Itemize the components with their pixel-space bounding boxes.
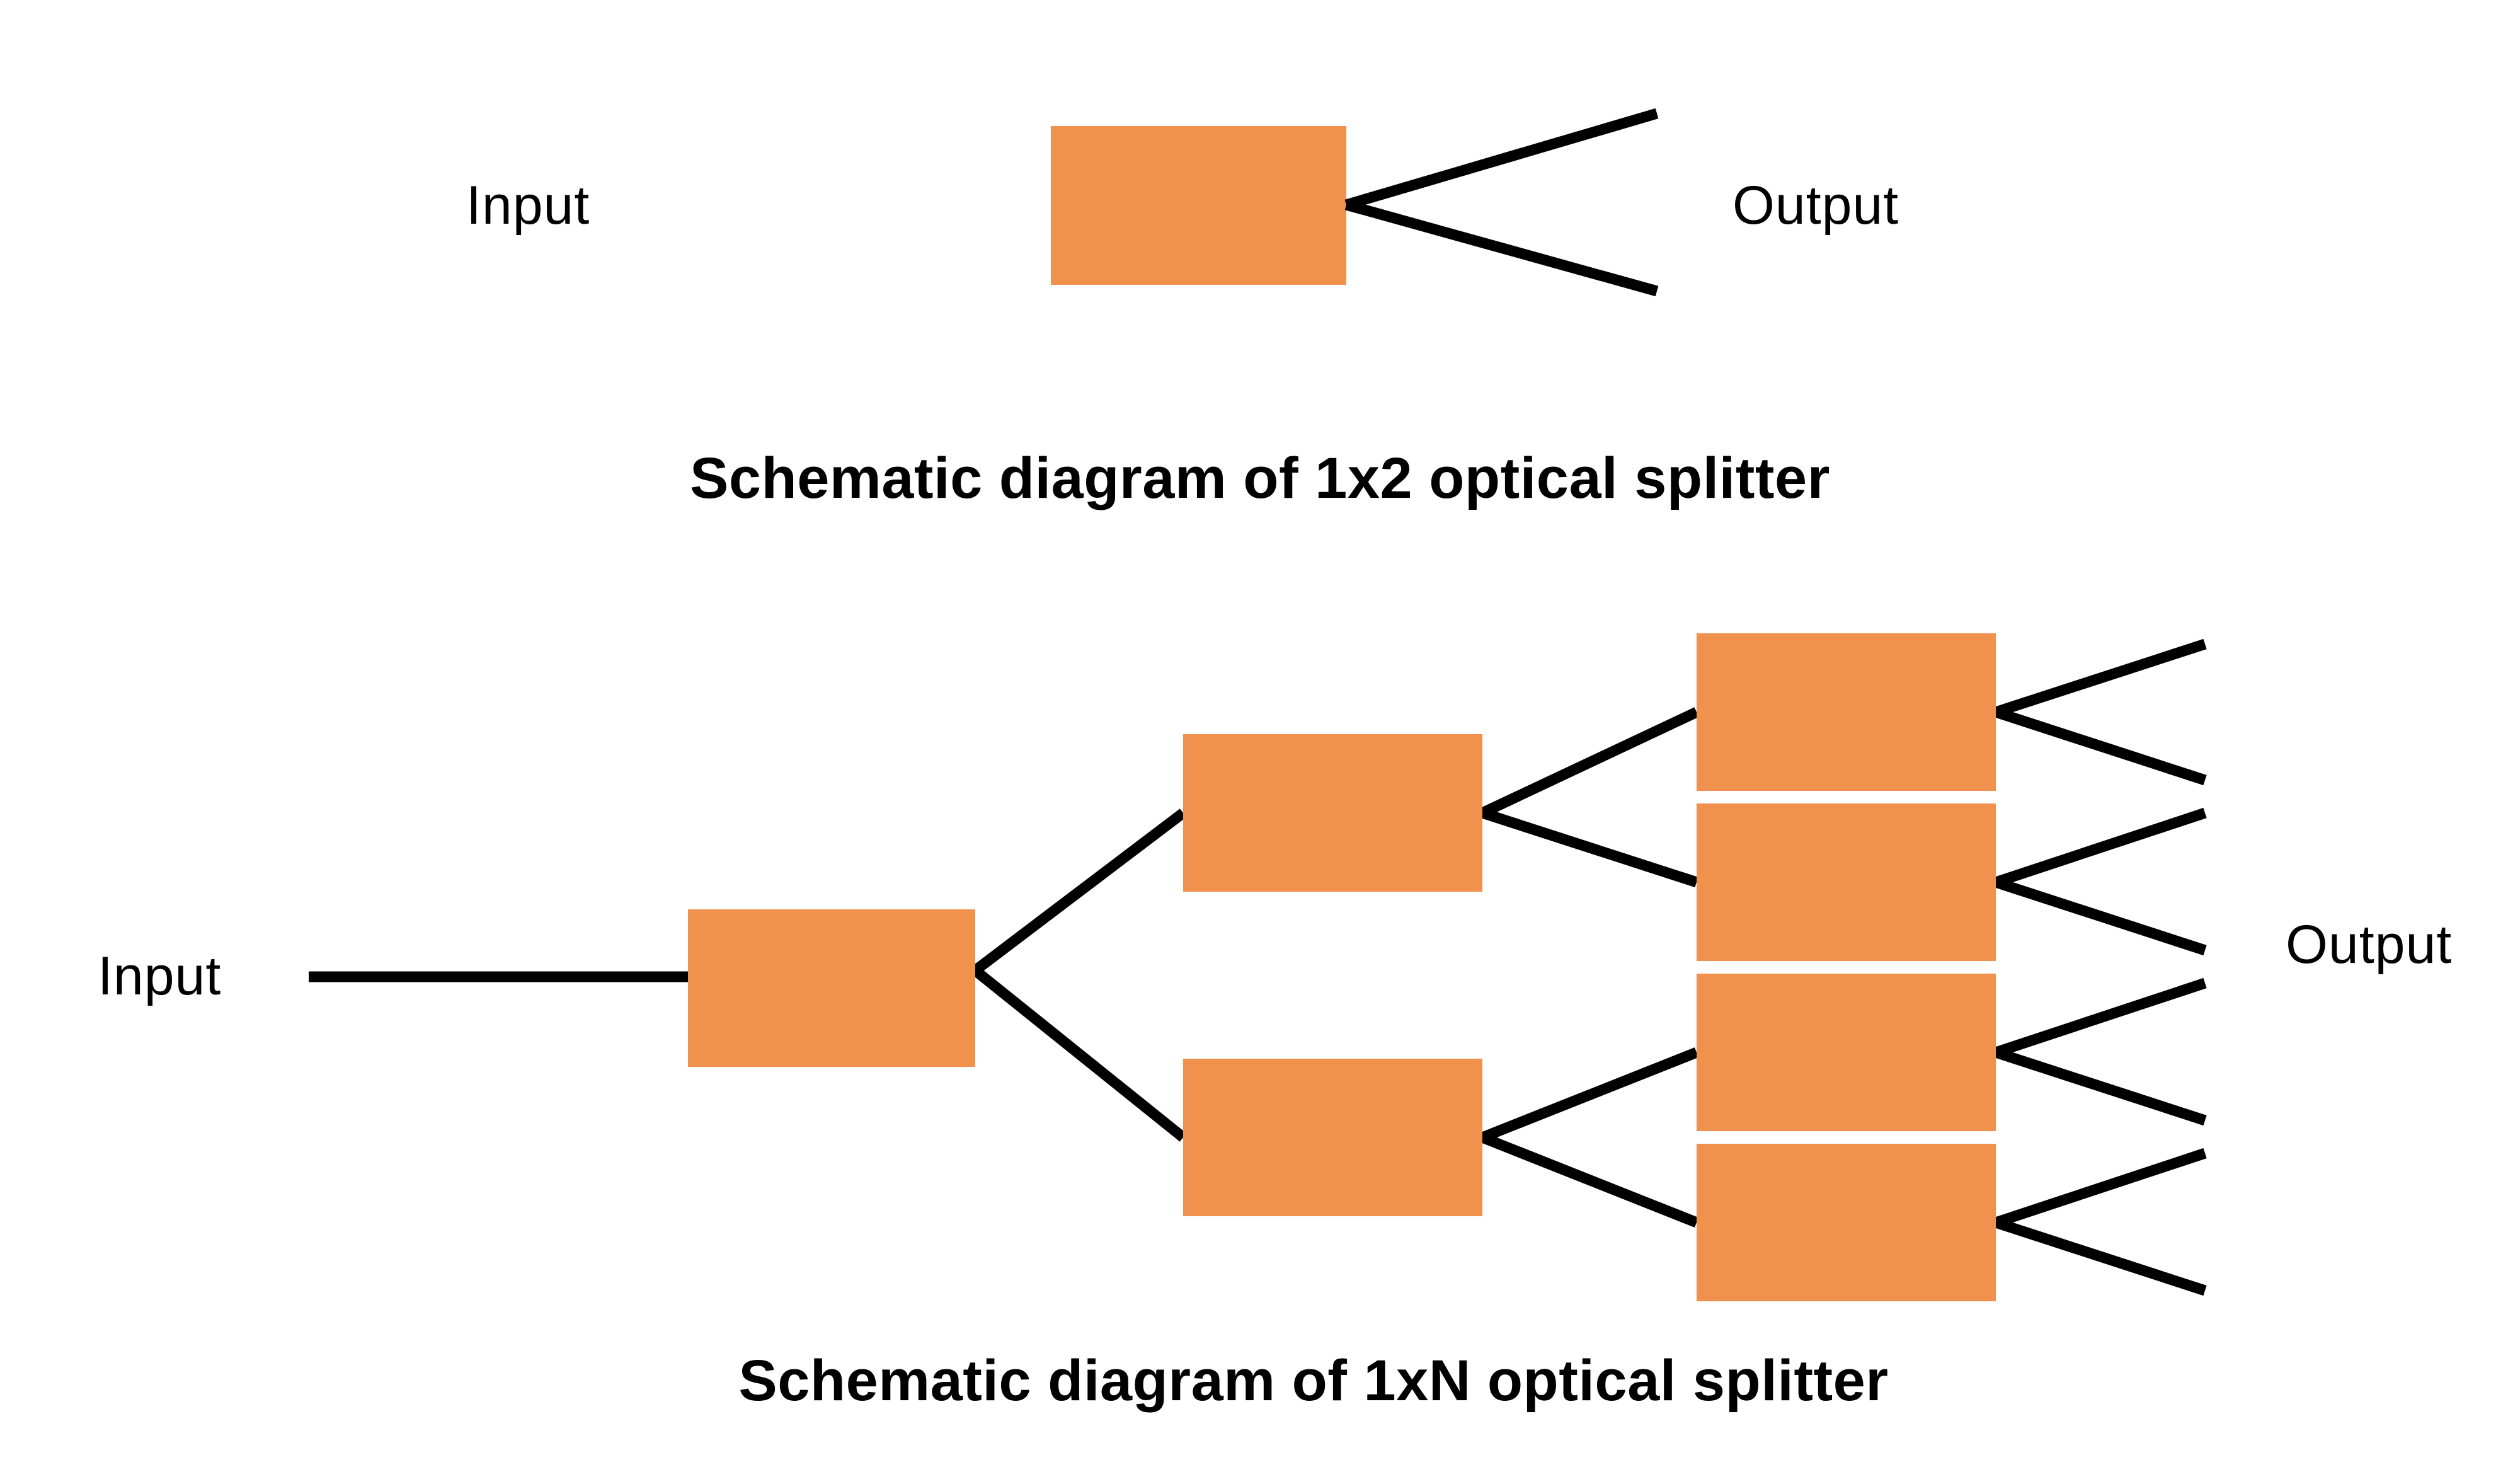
stage1-to-stage2-upper-line: [971, 809, 1187, 975]
stage1-to-stage2-lower-line: [971, 966, 1187, 1142]
stage2-lower-to-stage3-4-line: [1480, 1132, 1699, 1228]
output-line-2-upper: [1994, 807, 2207, 888]
stage2-upper-to-stage3-1-line: [1480, 707, 1699, 818]
output-line-3-lower: [1994, 1047, 2207, 1126]
caption-1xn: Schematic diagram of 1xN optical splitte…: [738, 1349, 1888, 1413]
splitter-box-stage2-lower[interactable]: [1183, 1059, 1482, 1216]
input-label-1xn: Input: [98, 946, 221, 1006]
splitter-box-stage1[interactable]: [688, 909, 975, 1067]
splitter-box-1x2[interactable]: [1051, 126, 1346, 285]
output-label-1x2: Output: [1732, 175, 1899, 236]
output-line-3-upper: [1994, 977, 2207, 1058]
output-line-4-upper: [1994, 1148, 2207, 1228]
splitter-box-stage2-upper[interactable]: [1183, 734, 1482, 892]
stage2-upper-to-stage3-2-line: [1480, 807, 1698, 888]
splitter-box-stage3-2[interactable]: [1697, 803, 1996, 961]
output-label-1xn: Output: [2286, 914, 2452, 975]
caption-1x2: Schematic diagram of 1x2 optical splitte…: [690, 446, 1830, 510]
diagram-1x2: Input Output Schematic diagram of 1x2 op…: [466, 108, 1899, 510]
splitter-box-stage3-3[interactable]: [1697, 974, 1996, 1131]
splitter-box-stage3-1[interactable]: [1697, 633, 1996, 791]
splitter-box-stage3-4[interactable]: [1697, 1144, 1996, 1301]
output-branch-lower-line: [1344, 199, 1659, 297]
input-label-1x2: Input: [466, 175, 590, 236]
output-line-2-lower: [1994, 877, 2207, 956]
output-line-1-upper: [1994, 638, 2207, 718]
output-line-4-lower: [1994, 1217, 2207, 1296]
diagram-1xn: Input Output Schematic diagram of 1xN op…: [98, 633, 2452, 1413]
stage2-lower-to-stage3-3-line: [1480, 1047, 1699, 1142]
output-branch-upper-line: [1344, 108, 1659, 210]
output-line-1-lower: [1994, 706, 2207, 786]
